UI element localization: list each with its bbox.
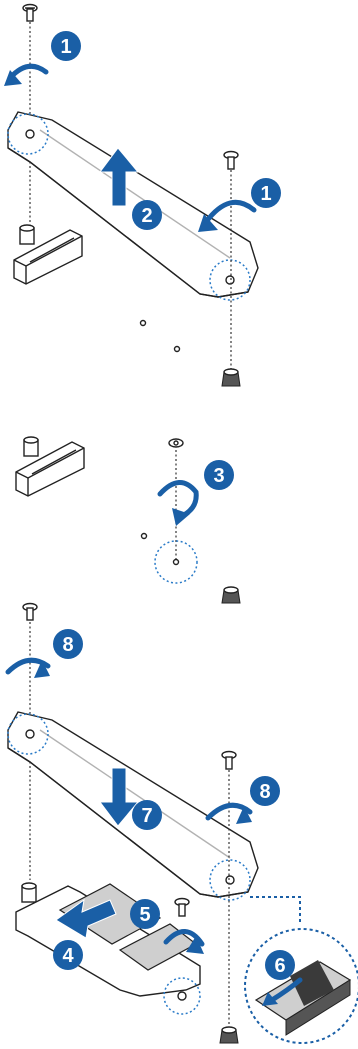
step-badge: 8 bbox=[250, 776, 280, 806]
step-badge: 5 bbox=[130, 899, 160, 929]
step-badge: 3 bbox=[204, 460, 234, 490]
screw-icon bbox=[23, 604, 37, 621]
standoff-icon bbox=[169, 439, 183, 447]
callout-leader-line bbox=[250, 897, 300, 925]
svg-text:1: 1 bbox=[60, 36, 71, 58]
section-install-ssd: 8 8 7 5 4 6 bbox=[8, 604, 358, 1044]
screw-icon bbox=[222, 752, 236, 770]
svg-text:2: 2 bbox=[141, 205, 152, 227]
mounting-hole bbox=[174, 560, 179, 565]
svg-text:6: 6 bbox=[274, 955, 285, 977]
step-badge: 2 bbox=[132, 200, 162, 230]
standoff-icon bbox=[20, 225, 34, 244]
mounting-hole bbox=[175, 347, 180, 352]
standoff-icon bbox=[220, 1027, 238, 1043]
section-remove-heatsink: 1 1 2 bbox=[4, 5, 281, 387]
step-badge: 6 bbox=[265, 950, 295, 980]
standoff-icon bbox=[22, 883, 36, 902]
svg-text:4: 4 bbox=[62, 945, 74, 967]
mounting-hole bbox=[142, 534, 147, 539]
svg-text:7: 7 bbox=[141, 805, 152, 827]
screw-icon bbox=[224, 152, 238, 170]
svg-text:1: 1 bbox=[260, 183, 271, 205]
step-badge: 1 bbox=[251, 178, 281, 208]
standoff-icon bbox=[24, 437, 38, 456]
svg-text:8: 8 bbox=[62, 634, 73, 656]
mounting-hole bbox=[141, 321, 146, 326]
rotate-arrow-icon bbox=[10, 66, 46, 78]
section-move-standoff: 3 bbox=[16, 437, 240, 603]
screw-icon bbox=[23, 5, 37, 22]
step-badge: 4 bbox=[53, 940, 83, 970]
svg-text:3: 3 bbox=[213, 465, 224, 487]
standoff-icon bbox=[222, 369, 240, 386]
step-badge: 7 bbox=[132, 800, 162, 830]
svg-text:5: 5 bbox=[139, 904, 150, 926]
svg-text:8: 8 bbox=[259, 781, 270, 803]
step-badge: 8 bbox=[53, 629, 83, 659]
step-badge: 1 bbox=[51, 31, 81, 61]
standoff-icon bbox=[222, 587, 240, 603]
screw-icon bbox=[175, 899, 189, 917]
